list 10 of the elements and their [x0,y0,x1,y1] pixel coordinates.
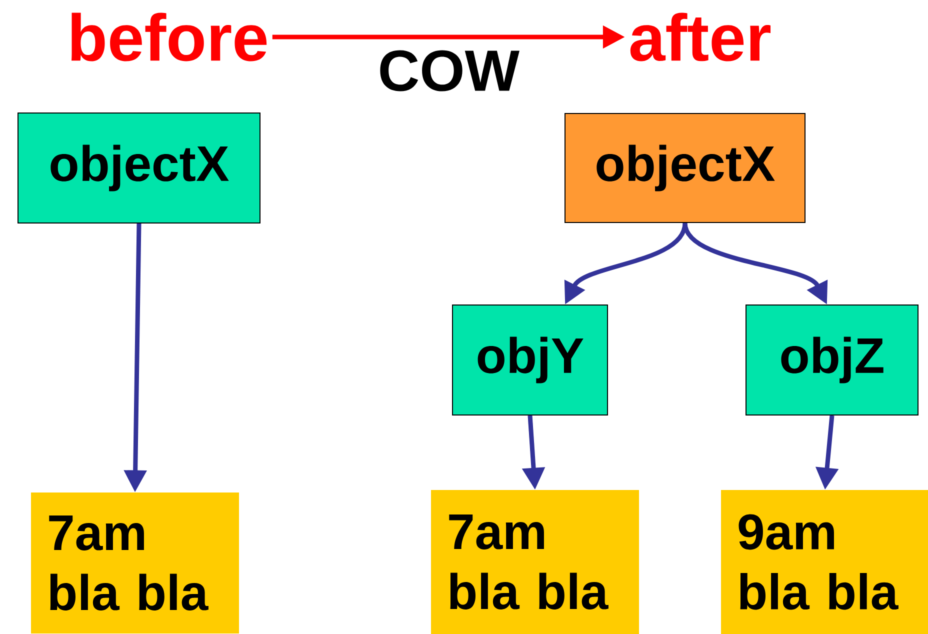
heading-word: before [72,12,267,62]
heading-word: after [630,12,771,62]
object-box: objectX [564,113,806,223]
object-box: objY [452,304,608,416]
value-box: 7am bla bla [31,492,239,634]
object-box: objZ [746,304,919,416]
object-box: objectX [18,112,260,224]
edge-label: COW [376,49,521,92]
value-box: 9am bla bla [721,490,928,634]
value-box: 7am bla bla [431,490,639,634]
